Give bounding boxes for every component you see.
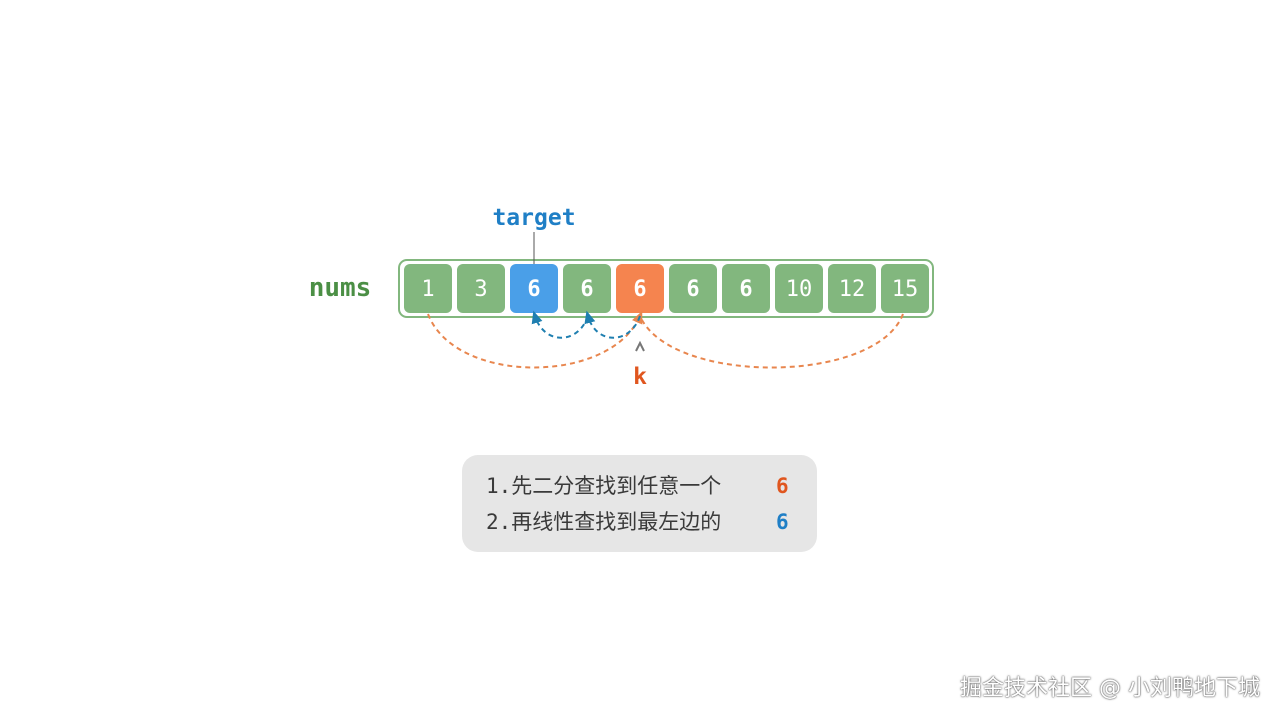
array-cell	[722, 264, 770, 313]
array-cell-value: 10	[786, 277, 813, 302]
binary-search-arc-left	[427, 310, 643, 369]
array-cell-value: 6	[580, 277, 593, 302]
array-cell	[669, 264, 717, 313]
step-1-number: 1.	[486, 474, 512, 498]
array-cell	[457, 264, 505, 313]
array-cell-value: 12	[839, 277, 866, 302]
array-cell	[828, 264, 876, 313]
explanation-box: 1.先二分查找到任意一个 6 2.再线性查找到最左边的 6	[462, 455, 817, 552]
step-1-value: 6	[776, 474, 789, 498]
array-cell-k	[616, 264, 664, 313]
array-cell	[404, 264, 452, 313]
array-cell-value: 15	[892, 277, 919, 302]
k-label: k	[633, 364, 647, 390]
array-label: nums	[309, 273, 372, 303]
step-2-number: 2.	[486, 510, 512, 534]
k-pointer-arrow	[635, 340, 645, 352]
step-1-text: 先二分查找到任意一个	[511, 474, 722, 498]
array-cell-value: 1	[421, 277, 434, 302]
array-cell	[881, 264, 929, 313]
explanation-step-2: 2.再线性查找到最左边的 6	[486, 504, 817, 540]
explanation-step-1: 1.先二分查找到任意一个 6	[486, 468, 817, 504]
step-2-text: 再线性查找到最左边的	[511, 510, 722, 534]
binary-search-arc-right	[639, 313, 904, 369]
array-cell-value: 6	[686, 277, 699, 302]
array-cell-value: 6	[527, 277, 540, 302]
array-cell-value: 6	[633, 277, 646, 302]
array-cell	[775, 264, 823, 313]
linear-search-arc-1	[584, 310, 641, 339]
step-2-value: 6	[776, 510, 789, 534]
array-cell-value: 6	[739, 277, 752, 302]
array-cell-target	[510, 264, 558, 313]
array-cell	[563, 264, 611, 313]
array-container	[398, 259, 934, 318]
linear-search-arc-2	[531, 310, 589, 339]
target-label: target	[492, 205, 575, 231]
watermark: 掘金技术社区 @ 小刘鸭地下城	[960, 676, 1260, 701]
array-cells: 1 3 6 6 6 6 6 10 12 15	[404, 264, 929, 313]
array-cell-value: 3	[474, 277, 487, 302]
